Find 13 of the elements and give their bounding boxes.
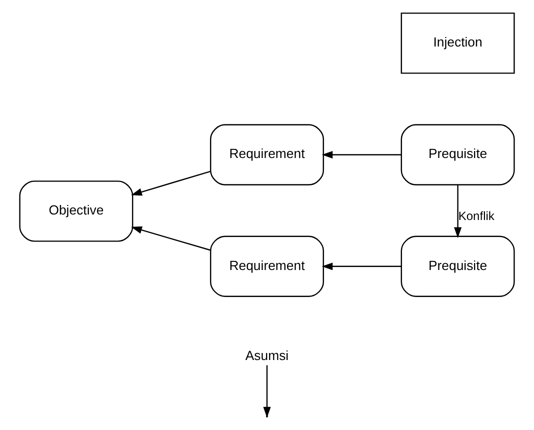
arrow: [131, 170, 210, 196]
node-box: Objective: [19, 180, 134, 242]
arrow: [131, 226, 210, 251]
node-text: Asumsi: [245, 348, 289, 363]
node-box: Prequisite: [400, 124, 515, 186]
arrow: [454, 185, 462, 238]
node-box: Requirement: [210, 124, 324, 186]
arrow: [322, 262, 402, 270]
node-box: Prequisite: [400, 236, 515, 297]
edge-label: Konflik: [458, 209, 494, 224]
node-box: Injection: [400, 12, 515, 74]
node-box: Requirement: [210, 236, 324, 297]
arrow: [322, 151, 402, 159]
